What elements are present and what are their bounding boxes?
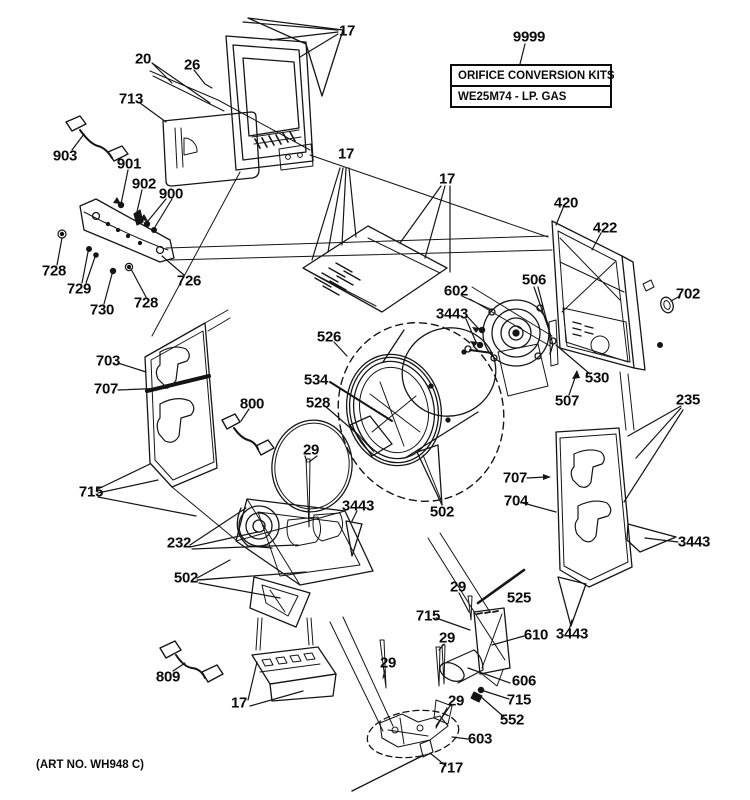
callout-900-7: 900 xyxy=(158,185,184,203)
callout-707-33: 707 xyxy=(502,469,528,487)
mount-wing-3443 xyxy=(345,520,363,557)
callout-17-14: 17 xyxy=(337,145,355,163)
callout-704-34: 704 xyxy=(503,492,529,510)
callout-507-26: 507 xyxy=(554,392,580,410)
callout-29-52: 29 xyxy=(447,692,465,710)
bearing-bolts xyxy=(476,326,486,349)
callout-729-10: 729 xyxy=(66,280,92,298)
belt xyxy=(271,419,353,528)
callout-3443-21: 3443 xyxy=(435,305,469,323)
callout-728-12: 728 xyxy=(133,294,159,312)
callout-17-48: 17 xyxy=(230,694,248,712)
callout-17-15: 17 xyxy=(438,170,456,188)
callout-715-42: 715 xyxy=(415,607,441,625)
dryer-drum xyxy=(345,327,497,467)
valve-mount-plate xyxy=(473,607,511,687)
callout-29-30: 29 xyxy=(302,441,320,459)
callout-703-27: 703 xyxy=(95,352,121,370)
callout-29-45: 29 xyxy=(438,629,456,647)
callout-603-53: 603 xyxy=(467,730,493,748)
callout-9999-8: 9999 xyxy=(512,28,546,46)
callout-702-18: 702 xyxy=(675,285,701,303)
callout-526-22: 526 xyxy=(316,328,342,346)
door-switch-harness xyxy=(65,115,129,162)
callout-715-31: 715 xyxy=(78,483,104,501)
thermostat-harness xyxy=(159,640,224,683)
callout-901-5: 901 xyxy=(116,155,142,173)
callout-3443-37: 3443 xyxy=(341,497,375,515)
callout-602-19: 602 xyxy=(443,282,469,300)
callout-525-40: 525 xyxy=(506,589,532,607)
igniter xyxy=(351,739,434,792)
console-screws xyxy=(57,201,158,275)
art-number: (ART NO. WH948 C) xyxy=(36,759,144,771)
orifice-kit-box: ORIFICE CONVERSION KITS WE25M74 - LP. GA… xyxy=(450,64,615,108)
callout-422-17: 422 xyxy=(592,219,618,237)
base-pan xyxy=(235,498,374,586)
callout-3443-35: 3443 xyxy=(677,533,711,551)
drum-kit-envelope xyxy=(337,322,505,502)
leader-arrowheads xyxy=(113,197,580,480)
valve-assembly xyxy=(366,699,460,759)
blower-wheel-motor xyxy=(236,505,344,549)
callout-902-6: 902 xyxy=(131,175,157,193)
cabinet-wrap-lines xyxy=(165,154,553,347)
panel-wings xyxy=(557,523,677,627)
left-side-panel xyxy=(144,309,237,541)
callout-730-11: 730 xyxy=(89,301,115,319)
small-fasteners-bottom xyxy=(379,532,491,729)
callout-610-43: 610 xyxy=(523,626,549,644)
callout-17-0: 17 xyxy=(338,22,356,40)
door-panel xyxy=(162,111,260,187)
callout-29-41: 29 xyxy=(449,578,467,596)
callout-20-1: 20 xyxy=(134,50,152,68)
right-side-panel xyxy=(555,371,635,588)
kit-box-title: ORIFICE CONVERSION KITS xyxy=(452,66,615,87)
top-lint-panel xyxy=(302,225,448,313)
callout-3443-44: 3443 xyxy=(555,625,589,643)
callout-235-32: 235 xyxy=(675,391,701,409)
grommet-702 xyxy=(642,279,674,349)
callout-800-29: 800 xyxy=(239,395,265,413)
rear-panel xyxy=(549,220,646,371)
callout-552-51: 552 xyxy=(499,711,525,729)
sensor-harness xyxy=(221,413,275,456)
kit-box-part: WE25M74 - LP. GAS xyxy=(458,91,567,103)
callout-728-9: 728 xyxy=(41,262,67,280)
callout-232-38: 232 xyxy=(166,534,192,552)
callout-506-20: 506 xyxy=(521,271,547,289)
support-bracket xyxy=(249,576,311,628)
callout-809-47: 809 xyxy=(155,668,181,686)
callout-534-23: 534 xyxy=(303,371,329,389)
callout-903-4: 903 xyxy=(52,147,78,165)
console-bracket xyxy=(79,198,175,263)
solenoid-coil xyxy=(439,649,484,684)
callout-606-49: 606 xyxy=(511,672,537,690)
callout-726-13: 726 xyxy=(176,272,202,290)
drum-support xyxy=(416,444,443,506)
rear-bearing-blower xyxy=(464,299,559,397)
front-panel-frame xyxy=(151,17,344,337)
leader-lines xyxy=(56,21,684,767)
heater-box xyxy=(251,616,394,732)
callout-528-24: 528 xyxy=(305,394,331,412)
callout-715-50: 715 xyxy=(506,691,532,709)
callout-502-36: 502 xyxy=(429,503,455,521)
idler-arm xyxy=(349,415,393,457)
callout-29-46: 29 xyxy=(379,654,397,672)
callout-502-39: 502 xyxy=(173,569,199,587)
callout-530-25: 530 xyxy=(584,369,610,387)
callout-26-2: 26 xyxy=(183,56,201,74)
callout-713-3: 713 xyxy=(118,90,144,108)
gas-pipe-525 xyxy=(476,568,526,605)
callout-420-16: 420 xyxy=(553,194,579,212)
callout-707-28: 707 xyxy=(93,380,119,398)
callout-717-54: 717 xyxy=(438,759,464,777)
